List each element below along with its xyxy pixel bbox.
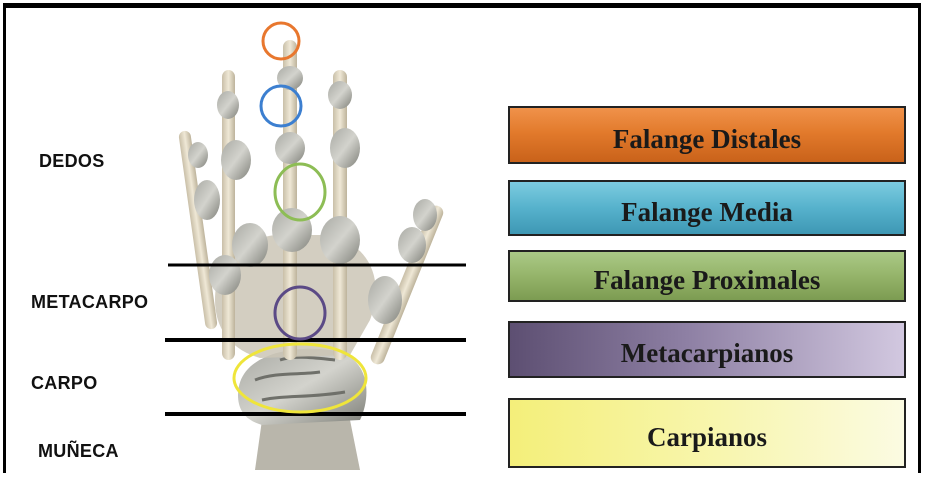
legend-falange-media: Falange Media	[508, 180, 906, 236]
legend-carpianos-label: Carpianos	[647, 422, 767, 453]
legend-falange-media-label: Falange Media	[621, 197, 793, 228]
label-muneca: MUÑECA	[38, 441, 119, 462]
legend-falange-proximales-label: Falange Proximales	[594, 265, 821, 296]
legend-metacarpianos: Metacarpianos	[508, 321, 906, 378]
legend-metacarpianos-label: Metacarpianos	[621, 338, 793, 369]
legend-falange-distales-label: Falange Distales	[613, 124, 801, 155]
label-carpo: CARPO	[31, 373, 98, 394]
legend-carpianos: Carpianos	[508, 398, 906, 468]
label-metacarpo: METACARPO	[31, 292, 148, 313]
label-dedos: DEDOS	[39, 151, 105, 172]
legend-falange-proximales: Falange Proximales	[508, 250, 906, 302]
wrist-bones	[255, 420, 360, 470]
legend-falange-distales: Falange Distales	[508, 106, 906, 164]
